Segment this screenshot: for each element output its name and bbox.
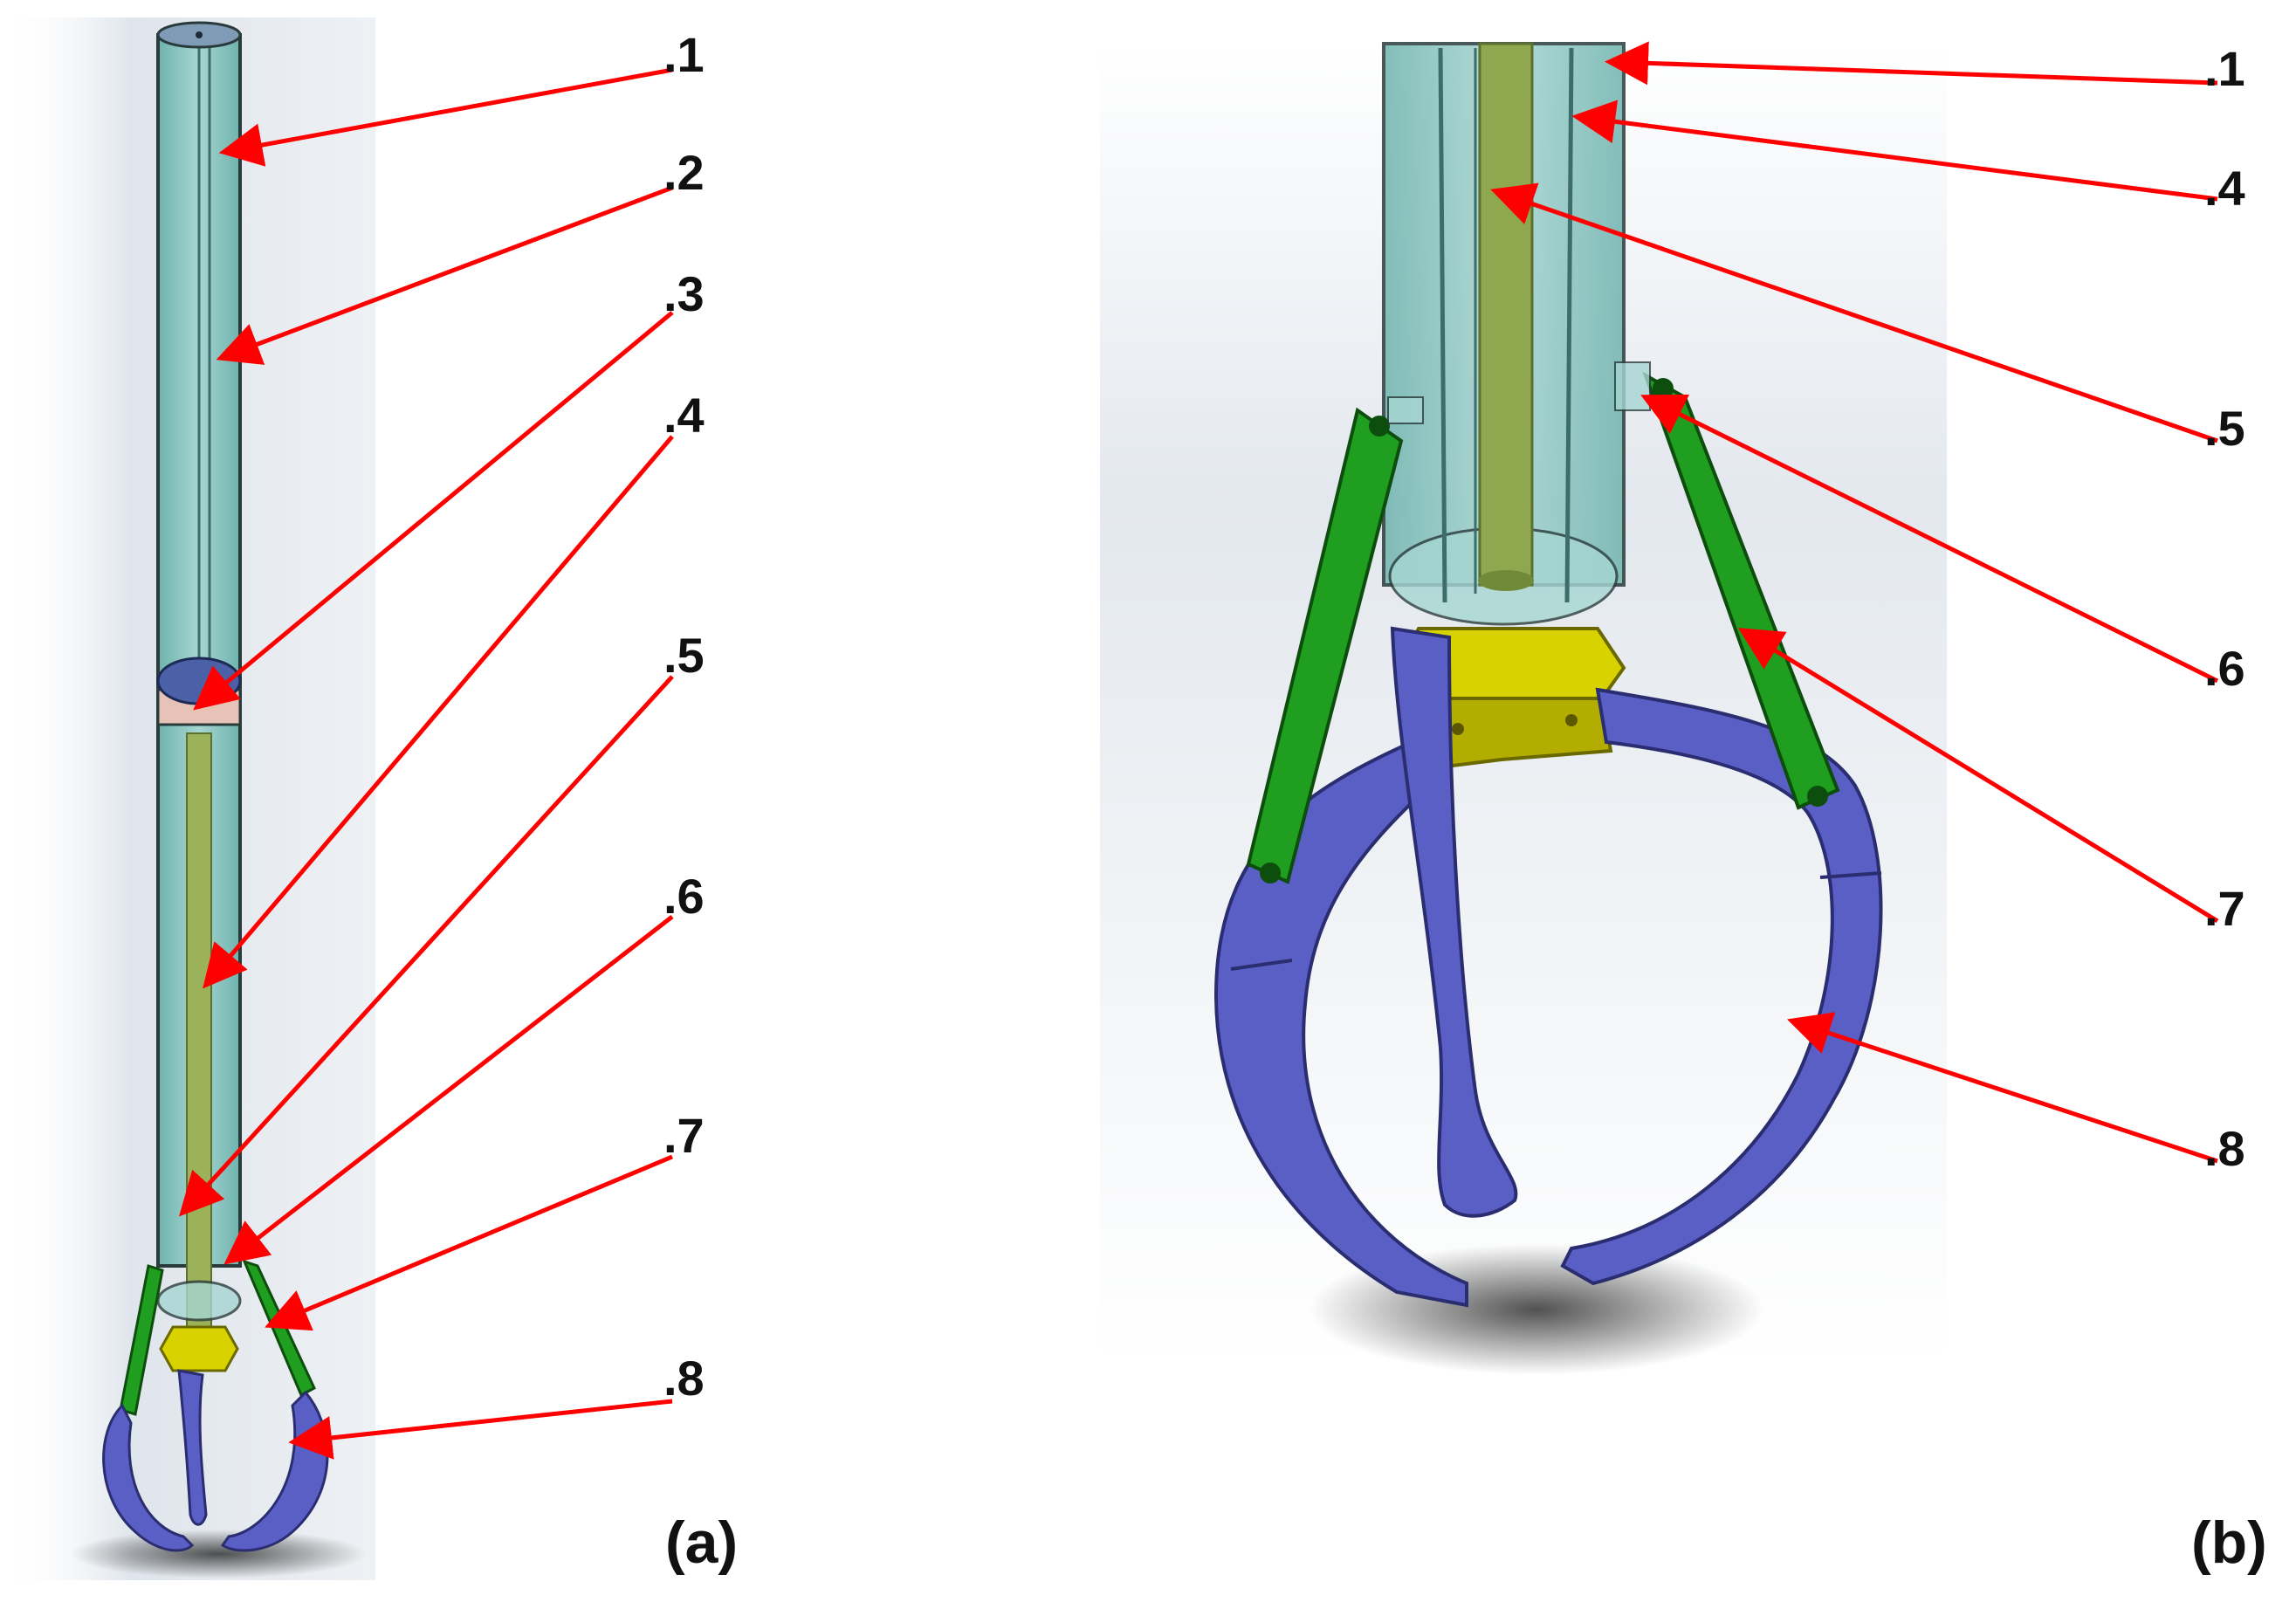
callout-a-2: .2 bbox=[663, 145, 705, 200]
arrows-panel-b bbox=[1490, 41, 2219, 1164]
arrows-panel-a bbox=[179, 67, 674, 1460]
callouts-panel-a: .1 .2 .3 .4 .5 .6 .7 .8 bbox=[663, 27, 705, 1406]
coupling-joint bbox=[156, 657, 242, 726]
finger-center bbox=[1390, 626, 1518, 1218]
callout-b-1: .1 bbox=[2204, 41, 2245, 96]
inner-rod bbox=[186, 732, 212, 1328]
arrow-a-7 bbox=[265, 1154, 673, 1331]
callout-b-4: .4 bbox=[2204, 161, 2245, 216]
callout-a-1: .1 bbox=[663, 27, 705, 82]
panel-label-b: (b) bbox=[2191, 1509, 2267, 1576]
arrow-b-5 bbox=[1490, 182, 2218, 443]
callout-b-5: .5 bbox=[2204, 401, 2245, 456]
callouts-panel-b: .1 .4 .5 .6 .7 .8 bbox=[2204, 41, 2245, 1176]
hub bbox=[159, 1325, 239, 1372]
arrow-b-1 bbox=[1605, 41, 2218, 86]
arrow-a-1 bbox=[218, 67, 673, 167]
arrow-b-4 bbox=[1571, 100, 2218, 202]
callout-a-3: .3 bbox=[663, 266, 705, 321]
callout-a-5: .5 bbox=[663, 628, 705, 683]
callout-a-7: .7 bbox=[663, 1108, 705, 1163]
panel-a: .1 .2 .3 .4 .5 .6 .7 .8 (a) bbox=[0, 17, 738, 1580]
callout-b-8: .8 bbox=[2204, 1121, 2245, 1176]
panel-a-shadow bbox=[70, 1530, 367, 1578]
finger-right bbox=[1560, 687, 1883, 1286]
panel-b: .1 .4 .5 .6 .7 .8 (b) bbox=[1100, 41, 2267, 1576]
panel-label-a: (a) bbox=[665, 1509, 738, 1576]
arrow-a-5 bbox=[179, 675, 674, 1217]
arrow-a-8 bbox=[288, 1399, 673, 1460]
callout-a-8: .8 bbox=[663, 1351, 705, 1406]
inner-rod-b bbox=[1478, 42, 1534, 587]
callout-a-6: .6 bbox=[663, 869, 705, 924]
callout-b-7: .7 bbox=[2204, 881, 2245, 936]
arrow-a-6 bbox=[223, 915, 674, 1265]
arrow-a-3 bbox=[193, 311, 674, 711]
callout-a-4: .4 bbox=[663, 388, 705, 443]
arrow-a-2 bbox=[216, 185, 673, 365]
arrow-b-7 bbox=[1737, 628, 2219, 924]
links-b bbox=[1246, 361, 1840, 884]
arrow-a-4 bbox=[203, 435, 674, 989]
arrow-b-8 bbox=[1787, 1012, 2218, 1164]
callout-b-6: .6 bbox=[2204, 641, 2245, 696]
arrow-b-6 bbox=[1640, 395, 2219, 684]
